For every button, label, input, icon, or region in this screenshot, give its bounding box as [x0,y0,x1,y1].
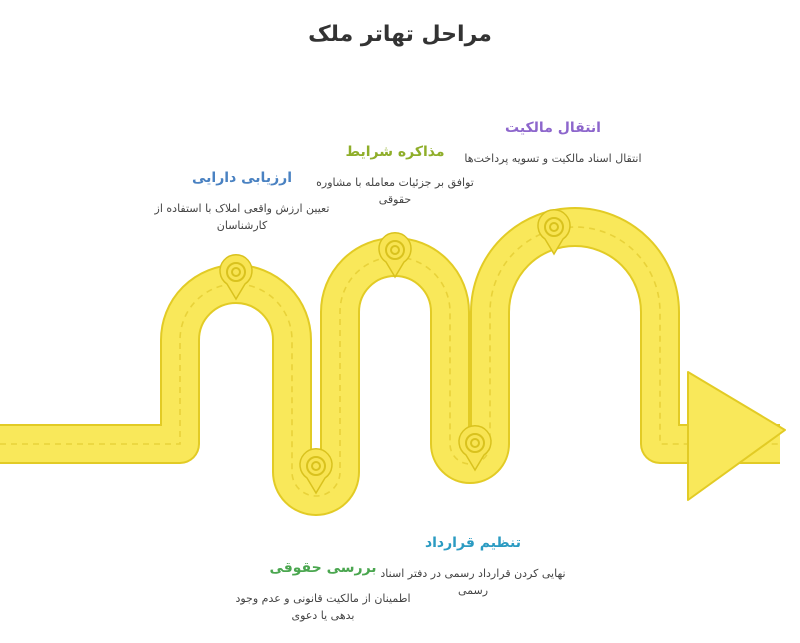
step-title: انتقال مالکیت [505,120,601,136]
step-description: تعیین ارزش واقعی املاک با استفاده از کار… [154,202,330,232]
step-ownership-transfer: انتقال مالکیت انتقال اسناد مالکیت و تسوی… [458,120,648,167]
pin-icon [299,448,333,495]
pin-icon [378,232,412,279]
step-title: تنظیم قرارداد [424,535,522,551]
pin-icon [537,209,571,256]
pin-icon [458,425,492,472]
step-title: مذاکره شرایط [345,144,445,160]
step-negotiation: مذاکره شرایط توافق بر جزئیات معامله با م… [300,144,490,208]
step-description: اطمینان از مالکیت قانونی و عدم وجود بدهی… [235,592,411,622]
diagram-title: مراحل تهاتر ملک [308,22,492,47]
step-description: توافق بر جزئیات معامله با مشاوره حقوقی [316,176,474,206]
step-legal-review: بررسی حقوقی اطمینان از مالکیت قانونی و ع… [228,560,418,624]
step-description: نهایی کردن قرارداد رسمی در دفتر اسناد رس… [380,567,566,597]
step-description: انتقال اسناد مالکیت و تسویه پرداخت‌ها [464,152,642,165]
step-contract: تنظیم قرارداد نهایی کردن قرارداد رسمی در… [378,535,568,599]
step-title: ارزیابی دارایی [192,170,292,186]
step-asset-valuation: ارزیابی دارایی تعیین ارزش واقعی املاک با… [147,170,337,234]
step-title: بررسی حقوقی [269,560,377,576]
pin-icon [219,254,253,301]
arrow-head [687,371,786,501]
